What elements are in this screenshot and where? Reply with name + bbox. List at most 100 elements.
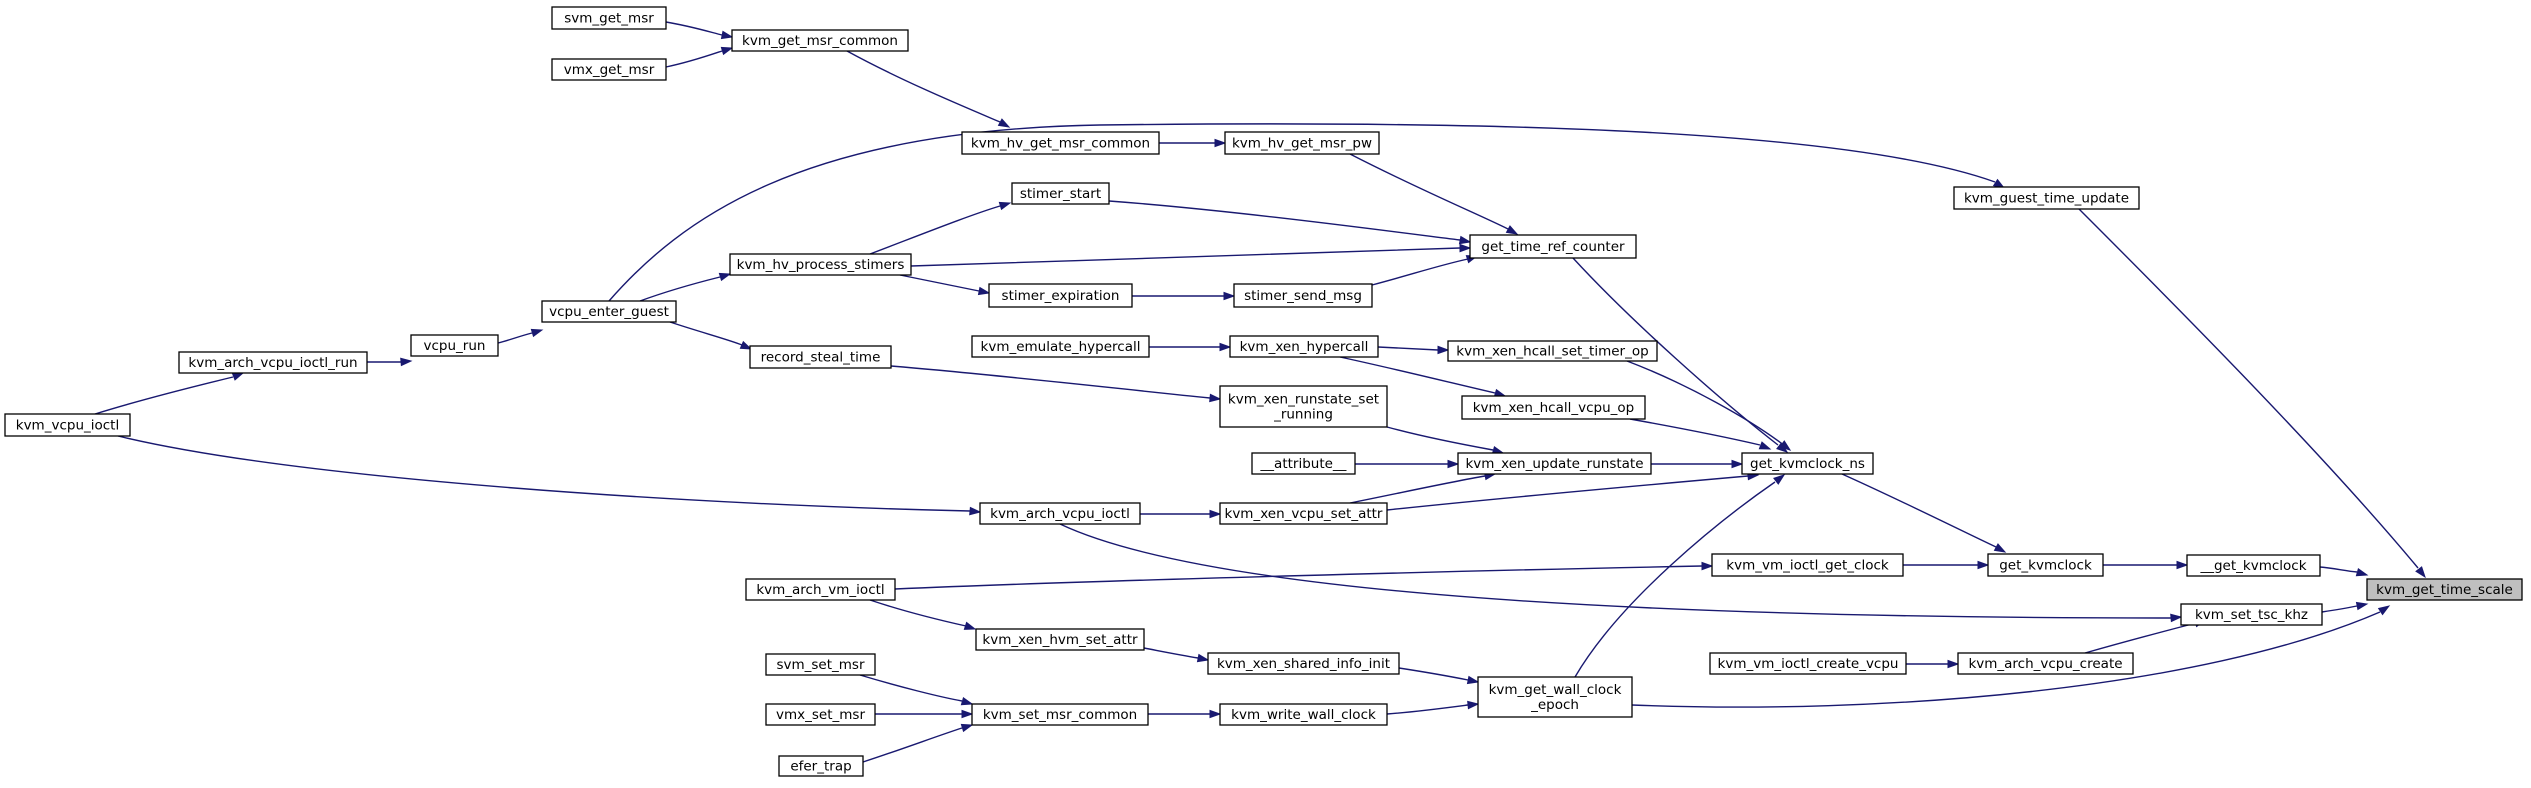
call-edge-kvm_xen_shared_info_init-to-kvm_get_wall_clock_epoch [1398,667,1480,685]
call-edge-stimer_start-to-get_time_ref_counter [1108,200,1472,245]
node-get-kvmclock-ns[interactable]: get_kvmclock_ns [1741,452,1874,475]
node-kvm-xen-shared-info-init[interactable]: kvm_xen_shared_info_init [1207,652,1400,675]
edge-line [669,321,743,346]
node-box [1219,502,1388,525]
arrowhead [1467,700,1480,710]
node-kvm-arch-vcpu-ioctl-run[interactable]: kvm_arch_vcpu_ioctl_run [178,351,368,374]
arrowhead [1437,345,1450,355]
node-vcpu-run[interactable]: vcpu_run [410,334,499,357]
arrowhead [1196,653,1210,663]
call-edge-vcpu_enter_guest-to-kvm_hv_process_stimers [639,272,732,302]
call-edge-kvm_xen_update_runstate-to-get_kvmclock_ns [1650,459,1744,469]
node-kvm-xen-hvm-set-attr[interactable]: kvm_xen_hvm_set_attr [975,628,1145,651]
node-label: vcpu_enter_guest [549,304,669,320]
edge-line [1631,611,2381,708]
arrowhead [977,286,991,296]
node-box [765,653,876,676]
call-edge-kvm_emulate_hypercall-to-kvm_xen_hypercall [1148,342,1232,352]
call-edge-get_kvmclock-to-__get_kvmclock [2102,560,2189,570]
edge-line [894,565,1703,590]
call-edge-stimer_send_msg-to-get_time_ref_counter [1371,255,1479,286]
node-kvm-set-msr-common[interactable]: kvm_set_msr_common [971,703,1149,726]
node-box [1953,186,2140,210]
node-get-kvmclock[interactable]: get_kvmclock [1987,553,2104,577]
node-kvm-vcpu-ioctl[interactable]: kvm_vcpu_ioctl [4,413,131,437]
call-edge-kvm_vcpu_ioctl-to-kvm_arch_vcpu_ioctl [117,435,982,516]
node-stimer-expiration[interactable]: stimer_expiration [988,283,1133,308]
node-stimer-start[interactable]: stimer_start [1011,182,1110,205]
node-kvm-xen-hcall-set-timer-op[interactable]: kvm_xen_hcall_set_timer_op [1447,340,1658,362]
node-label: kvm_hv_get_msr_common [971,136,1150,152]
arrowhead [2415,566,2426,579]
edge-line [1059,523,2172,619]
call-edge-kvm_set_tsc_khz-to-kvm_get_time_scale [2321,601,2369,613]
call-edge-kvm_arch_vcpu_ioctl_run-to-vcpu_run [366,357,413,367]
edge-line [862,727,963,763]
node-label: get_time_ref_counter [1481,239,1625,255]
node-svm-set-msr[interactable]: svm_set_msr [765,653,876,676]
node-kvm-arch-vcpu-create[interactable]: kvm_arch_vcpu_create [1957,652,2134,675]
arrowhead [2170,613,2183,623]
edge-line [1629,418,1761,446]
node-kvm-xen-runstate-set-running[interactable]: kvm_xen_runstate_set_running [1219,385,1388,428]
node-kvm-vm-ioctl-get-clock[interactable]: kvm_vm_ioctl_get_clock [1711,553,1904,577]
node-get-kvmclock[interactable]: __get_kvmclock [2186,554,2321,577]
node-box [979,502,1141,525]
node-box [2186,554,2321,577]
node-label: kvm_xen_hypercall [1240,339,1369,355]
edge-line [2078,208,2419,569]
call-edge-kvm_xen_vcpu_set_attr-to-kvm_xen_update_runstate [1349,471,1497,504]
edge-line [2321,605,2358,613]
node-label: efer_trap [790,759,851,775]
node-vmx-get-msr[interactable]: vmx_get_msr [551,58,667,81]
node-svm-get-msr[interactable]: svm_get_msr [551,6,667,30]
node-kvm-arch-vcpu-ioctl[interactable]: kvm_arch_vcpu_ioctl [979,502,1141,525]
node-box [1711,553,1904,577]
edge-line [890,365,1211,399]
edge-line [1398,667,1469,681]
arrowhead [960,723,974,733]
call-edge-vcpu_enter_guest-to-record_steal_time [669,321,753,350]
node-kvm-hv-get-msr-pw[interactable]: kvm_hv_get_msr_pw [1224,131,1380,155]
node-kvm-vm-ioctl-create-vcpu[interactable]: kvm_vm_ioctl_create_vcpu [1709,652,1907,675]
call-edge-vcpu_run-to-vcpu_enter_guest [497,328,544,344]
node-kvm-arch-vm-ioctl[interactable]: kvm_arch_vm_ioctl [745,578,896,601]
arrowhead [1758,441,1772,450]
node-kvm-write-wall-clock[interactable]: kvm_write_wall_clock [1219,703,1388,726]
node-attribute--[interactable]: __attribute__ [1251,452,1356,475]
node-kvm-guest-time-update[interactable]: kvm_guest_time_update [1953,186,2140,210]
node-kvm-xen-vcpu-set-attr[interactable]: kvm_xen_vcpu_set_attr [1219,502,1388,525]
node-kvm-get-wall-clock-epoch[interactable]: kvm_get_wall_clock_epoch [1477,676,1633,718]
node-kvm-emulate-hypercall[interactable]: kvm_emulate_hypercall [971,335,1150,358]
call-edge-kvm_get_wall_clock_epoch-to-get_kvmclock_ns [1574,474,1786,678]
arrowhead [739,340,753,350]
edge-line [1377,346,1439,351]
node-kvm-xen-hypercall[interactable]: kvm_xen_hypercall [1229,335,1379,358]
node-label: _running [1273,407,1333,423]
node-get-time-ref-counter[interactable]: get_time_ref_counter [1469,234,1637,259]
node-kvm-xen-hcall-vcpu-op[interactable]: kvm_xen_hcall_vcpu_op [1461,395,1646,420]
node-kvm-get-msr-common[interactable]: kvm_get_msr_common [731,29,909,52]
node-kvm-xen-update-runstate[interactable]: kvm_xen_update_runstate [1457,452,1652,475]
call-edge-kvm_get_msr_common-to-kvm_hv_get_msr_common [846,50,1011,128]
node-record-steal-time[interactable]: record_steal_time [749,345,892,369]
node-label: vmx_get_msr [564,62,655,78]
arrowhead [1779,440,1792,451]
edge-line [910,247,1461,267]
node-box [1219,385,1388,428]
node-kvm-hv-get-msr-common[interactable]: kvm_hv_get_msr_common [961,131,1160,155]
node-efer-trap[interactable]: efer_trap [778,755,864,777]
node-label: _epoch [1530,697,1579,713]
node-kvm-hv-process-stimers[interactable]: kvm_hv_process_stimers [729,253,912,276]
node-box [975,628,1145,651]
node-stimer-send-msg[interactable]: stimer_send_msg [1233,283,1373,308]
node-box [1229,335,1379,358]
node-vcpu-enter-guest[interactable]: vcpu_enter_guest [541,300,677,323]
node-box [1219,703,1388,726]
arrowhead [1977,560,1990,570]
node-kvm-set-tsc-khz[interactable]: kvm_set_tsc_khz [2180,603,2323,626]
edge-line [1626,360,1782,444]
node-box [1957,652,2134,675]
edge-line [1386,426,1494,451]
node-vmx-set-msr[interactable]: vmx_set_msr [765,703,876,726]
